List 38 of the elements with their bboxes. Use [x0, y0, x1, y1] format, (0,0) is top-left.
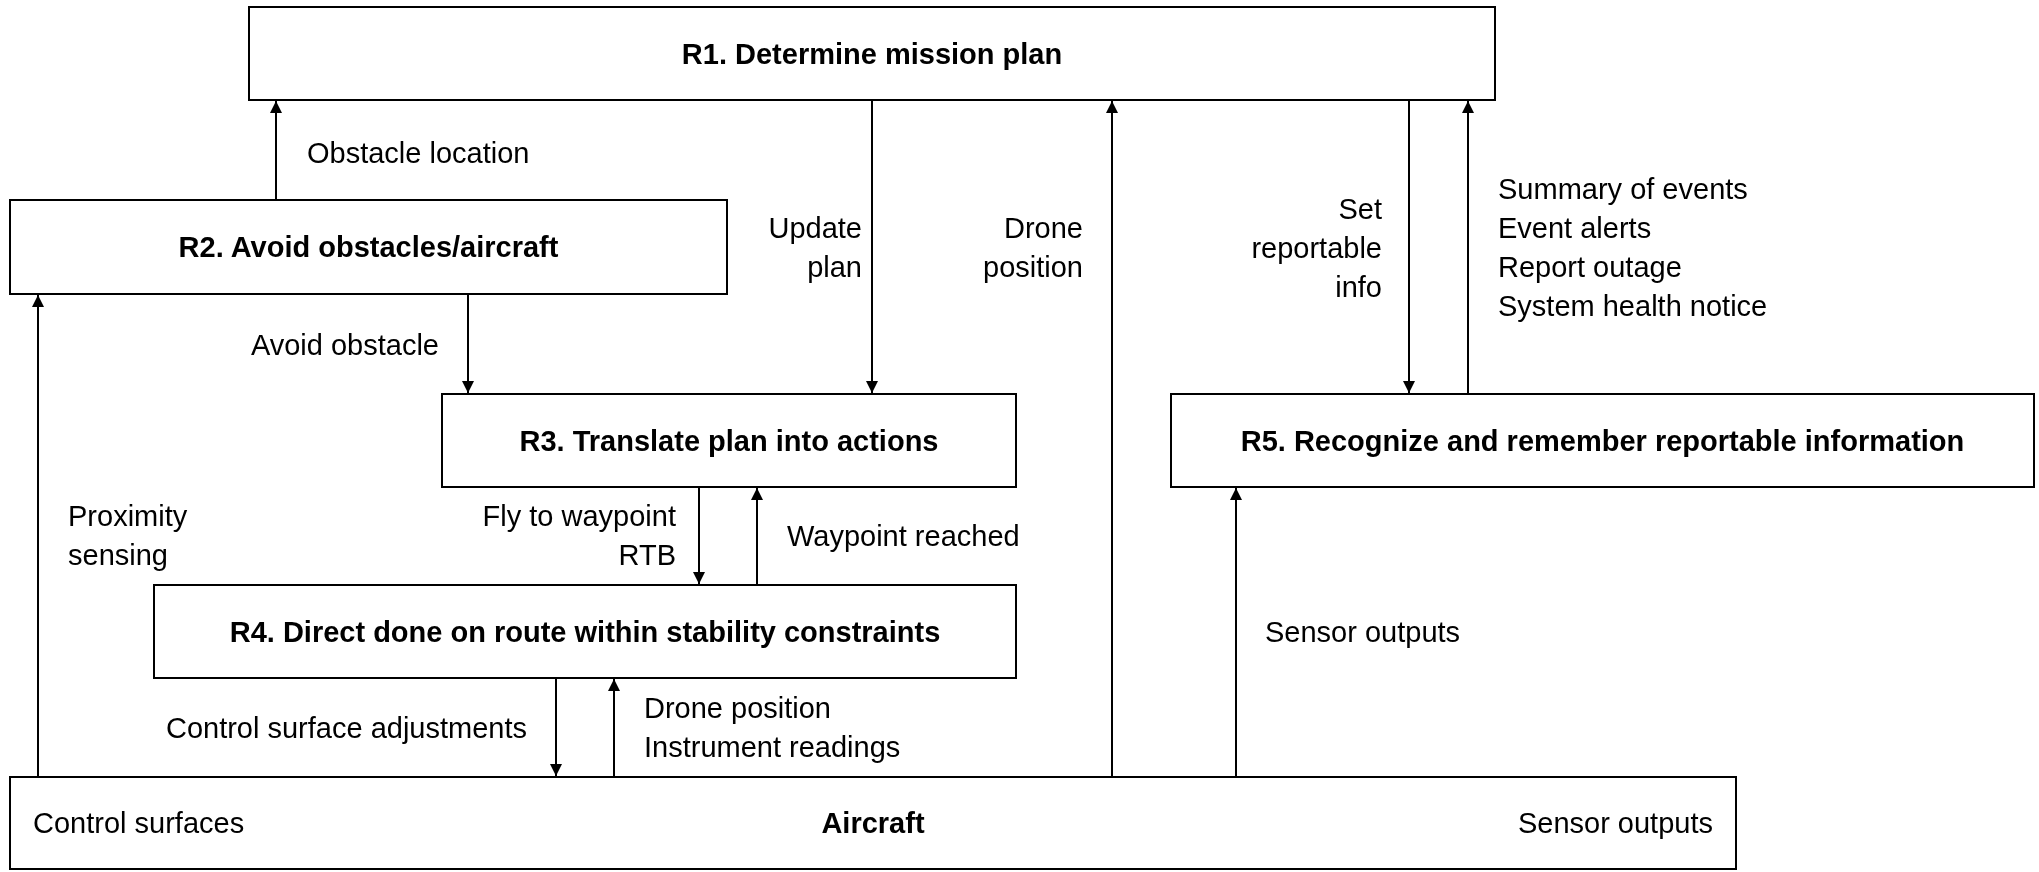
arrow — [1106, 100, 1118, 777]
edge-label: Control surface adjustments — [165, 710, 527, 746]
process-box — [1170, 393, 2035, 488]
arrow — [462, 294, 474, 394]
edge-label: Proximity sensing — [68, 499, 188, 573]
arrow — [1462, 100, 1474, 394]
box-title: R2. Avoid obstacles/aircraft — [178, 230, 559, 265]
arrow — [1230, 487, 1242, 777]
arrow — [608, 678, 620, 777]
process-box — [441, 393, 1017, 488]
edge-label: Update plan — [768, 211, 862, 285]
edge-label: Obstacle location — [307, 135, 530, 171]
box-title: R3. Translate plan into actions — [519, 423, 939, 459]
box-label: Sensor outputs — [1517, 806, 1713, 841]
arrow — [270, 100, 282, 200]
arrow — [550, 678, 562, 777]
process-box — [9, 199, 728, 295]
arrow — [751, 487, 763, 585]
edge-label: Summary of events Event alerts Report outage System health notice — [1498, 172, 1768, 324]
process-box — [9, 776, 1737, 870]
box-title: R5. Recognize and remember reportable information — [1240, 423, 1965, 459]
process-box — [248, 6, 1496, 101]
edge-label: Drone position — [983, 211, 1083, 285]
edge-label: Fly to waypoint RTB — [482, 499, 676, 573]
edge-label: Avoid obstacle — [250, 327, 439, 363]
edge-label: Set reportable info — [1251, 191, 1382, 305]
edge-label: Drone position Instrument readings — [644, 691, 901, 765]
box-title: R1. Determine mission plan — [681, 36, 1063, 72]
box-title: Aircraft — [821, 806, 925, 841]
box-title: R4. Direct done on route within stability constraints — [229, 614, 941, 650]
box-label: Control surfaces — [33, 806, 245, 841]
arrow — [693, 487, 705, 585]
edge-label: Sensor outputs — [1265, 614, 1461, 650]
edge-label: Waypoint reached — [787, 518, 1020, 554]
arrow — [1403, 100, 1415, 394]
arrow — [32, 294, 44, 777]
arrow — [866, 100, 878, 394]
process-box — [153, 584, 1017, 679]
